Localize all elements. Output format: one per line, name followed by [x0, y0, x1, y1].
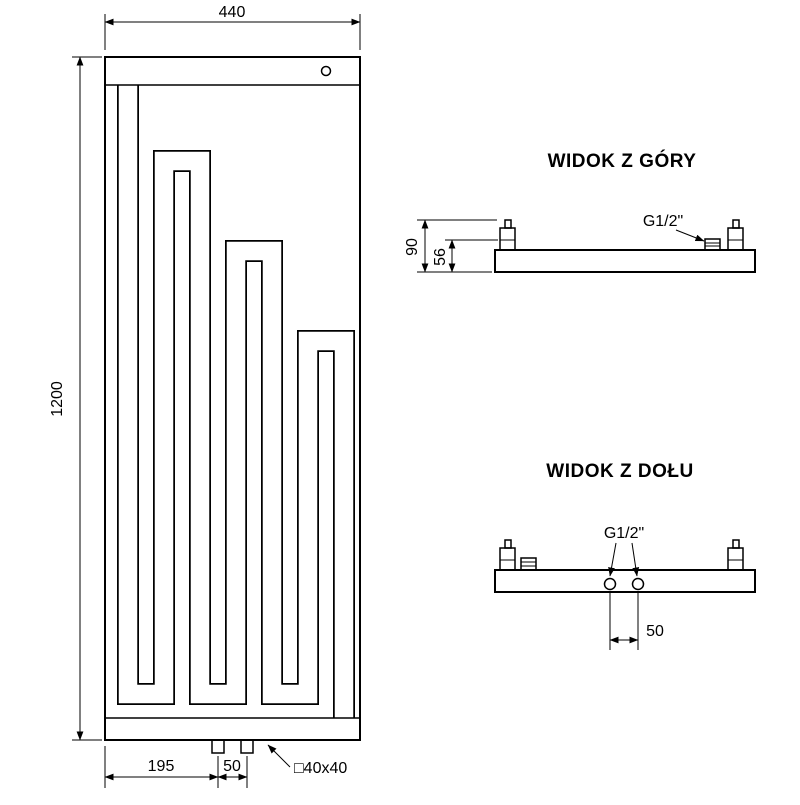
- front-view: 440 1200 195 50 □40x40: [49, 4, 361, 788]
- dim-connection-spacing-label: 50: [646, 623, 664, 640]
- dim-depth-total-label: 90: [404, 238, 421, 256]
- leader-line: [675, 229, 705, 242]
- connection-port-right: [631, 577, 645, 591]
- leader-line: [631, 542, 640, 577]
- dim-depth-total: 90: [404, 219, 497, 273]
- bracket-pin: [504, 539, 512, 549]
- radiator-maze-tube: [117, 85, 355, 718]
- top-view-body: [494, 249, 756, 273]
- wall-bracket-left: [499, 539, 516, 571]
- bracket-body: [499, 547, 516, 571]
- dim-height: 1200: [49, 56, 102, 741]
- top-view: WIDOK Z GÓRY G1/2": [404, 150, 756, 273]
- connection-stub-right: [240, 739, 254, 754]
- dim-offset-label: 195: [148, 758, 175, 775]
- bracket-body: [499, 227, 516, 251]
- profile-label: □40x40: [294, 760, 347, 777]
- radiator-outline: [104, 56, 361, 741]
- bracket-pin: [732, 539, 740, 549]
- bracket-body: [727, 547, 744, 571]
- thread-label-bottom: G1/2": [604, 525, 644, 542]
- wall-bracket-left: [499, 219, 516, 251]
- dim-depth-body: 56: [432, 239, 498, 273]
- thread-callout-bottom: G1/2": [604, 525, 644, 577]
- dim-width-label: 440: [219, 4, 246, 21]
- connection-port-left: [603, 577, 617, 591]
- bracket-body: [727, 227, 744, 251]
- leader-line: [267, 744, 291, 768]
- valve-fitting-bottom: [520, 557, 537, 571]
- dim-spacing-label: 50: [223, 758, 241, 775]
- thread-label-top: G1/2": [643, 213, 683, 230]
- valve-fitting-top: [704, 238, 721, 251]
- dim-bottom: 195 50: [104, 746, 248, 788]
- bottom-view-body: [494, 569, 756, 593]
- dim-depth-body-label: 56: [432, 248, 449, 266]
- valve-body: [520, 557, 537, 571]
- valve-body: [704, 238, 721, 251]
- wall-bracket-right: [727, 539, 744, 571]
- maze-tube-inner: [118, 85, 354, 718]
- profile-callout: □40x40: [267, 744, 347, 777]
- bottom-view: WIDOK Z DOŁU G1/2": [494, 461, 756, 650]
- air-vent-icon: [320, 65, 332, 77]
- wall-bracket-right: [727, 219, 744, 251]
- bracket-pin: [732, 219, 740, 229]
- top-view-title: WIDOK Z GÓRY: [548, 150, 697, 172]
- dim-connection-spacing: 50: [609, 592, 664, 650]
- bracket-pin: [504, 219, 512, 229]
- thread-callout-top: G1/2": [643, 213, 705, 242]
- dim-height-label: 1200: [49, 381, 66, 417]
- leader-line: [608, 542, 617, 577]
- bottom-view-title: WIDOK Z DOŁU: [546, 461, 693, 482]
- dim-width: 440: [104, 4, 361, 50]
- connection-stub-left: [211, 739, 225, 754]
